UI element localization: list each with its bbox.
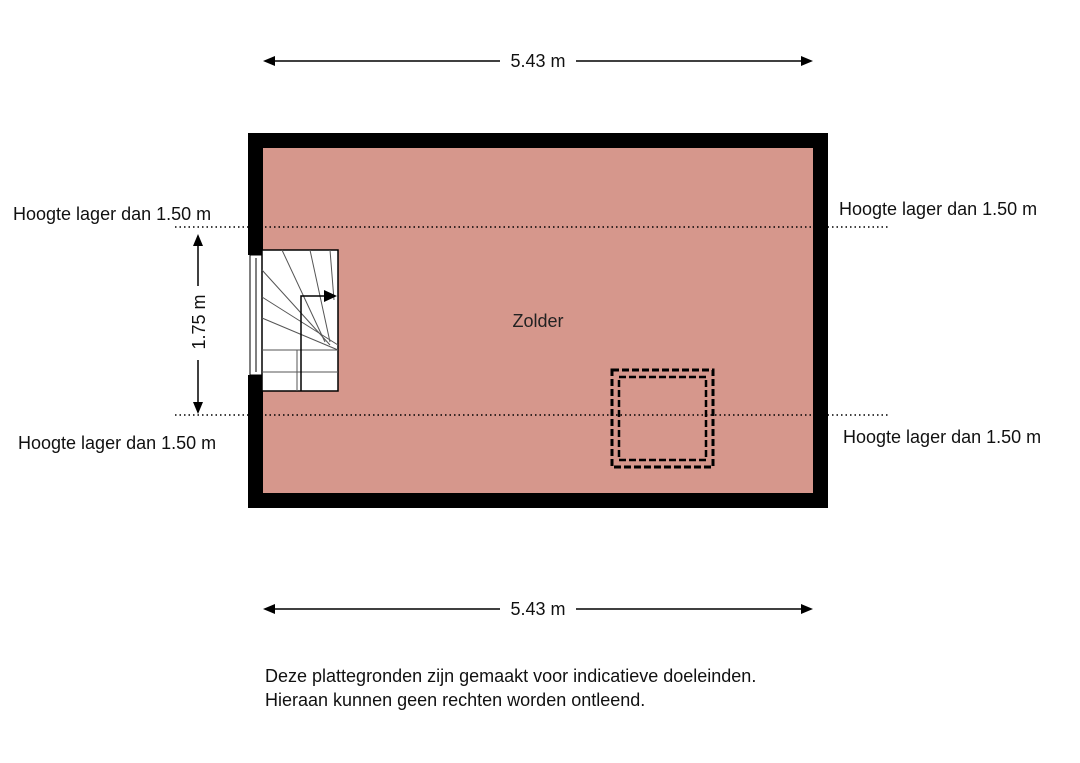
wall-left-lower [248,375,263,508]
wall-bottom [248,493,828,508]
room-floor [255,141,821,500]
stair-direction-arrow-icon [324,290,337,302]
stair-opening [249,249,339,392]
top-dimension-arrow-right [801,56,813,66]
bottom-dimension: 5.43 m [263,599,813,619]
stair-height-label: 1.75 m [189,294,209,349]
height-note-bottom-left: Hoogte lager dan 1.50 m [18,433,216,453]
roof-window-outer [610,368,715,469]
stair-direction-path [300,295,330,391]
height-note-top-left: Hoogte lager dan 1.50 m [13,204,211,224]
roof-window [610,368,715,469]
bottom-dimension-arrow-right [801,604,813,614]
height-note-bottom-right: Hoogte lager dan 1.50 m [843,427,1041,447]
top-dimension: 5.43 m [263,51,813,71]
stair-treads [261,249,339,391]
wall-right [813,133,828,508]
stair-height-arrow-top [193,234,203,246]
height-note-top-right: Hoogte lager dan 1.50 m [839,199,1037,219]
bottom-dimension-arrow-left [263,604,275,614]
room-label: Zolder [512,311,563,331]
roof-window-inner [617,375,708,462]
bottom-dimension-label: 5.43 m [510,599,565,619]
wall-left-upper [248,133,263,255]
top-dimension-arrow-left [263,56,275,66]
disclaimer-line-1: Deze plattegronden zijn gemaakt voor ind… [265,666,757,686]
disclaimer-line-2: Hieraan kunnen geen rechten worden ontle… [265,690,646,710]
stair-height-dimension: 1.75 m [189,234,209,414]
disclaimer: Deze plattegronden zijn gemaakt voor ind… [265,664,756,712]
stair-height-arrow-bottom [193,402,203,414]
wall-top [248,133,828,148]
top-dimension-label: 5.43 m [510,51,565,71]
